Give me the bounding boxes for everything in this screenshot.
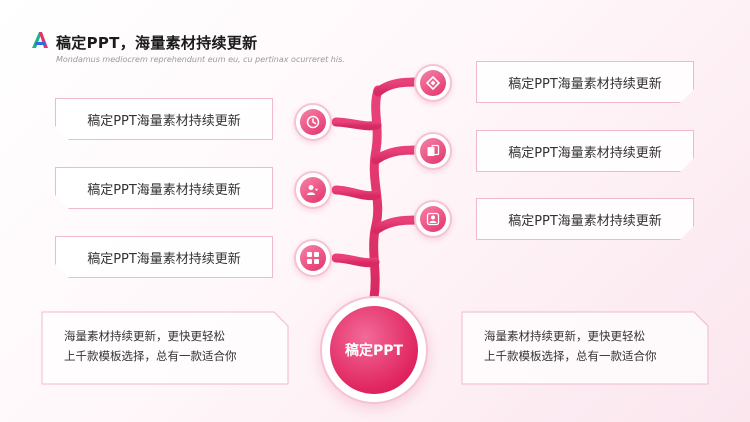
branch-label-left-3: 稿定PPT海量素材持续更新	[55, 236, 273, 278]
node-right-1	[414, 64, 452, 102]
note-right-line-2: 上千款模板选择，总有一款适合你	[484, 349, 657, 363]
note-right: 海量素材持续更新，更快更轻松 上千款模板选择，总有一款适合你	[462, 312, 710, 384]
branch-label-right-3: 稿定PPT海量素材持续更新	[476, 198, 694, 240]
cards-icon	[427, 144, 440, 156]
hub-label: 稿定PPT	[330, 306, 418, 394]
node-right-2	[414, 132, 452, 170]
note-left-line-2: 上千款模板选择，总有一款适合你	[64, 349, 237, 363]
brand-logo-icon	[32, 32, 48, 48]
branch-label-left-2: 稿定PPT海量素材持续更新	[55, 167, 273, 209]
branch-label-left-1: 稿定PPT海量素材持续更新	[55, 98, 273, 140]
note-left-line-1: 海量素材持续更新，更快更轻松	[64, 329, 225, 343]
branch-label-right-1: 稿定PPT海量素材持续更新	[476, 61, 694, 103]
diamond-icon	[426, 76, 440, 90]
node-left-3	[294, 239, 332, 277]
clock-icon	[306, 115, 320, 129]
central-hub: 稿定PPT	[320, 296, 428, 404]
note-left: 海量素材持续更新，更快更轻松 上千款模板选择，总有一款适合你	[42, 312, 290, 384]
user-badge-icon	[426, 212, 440, 226]
node-right-3	[414, 200, 452, 238]
page-subtitle: Mondamus mediocrem reprehendunt eum eu, …	[56, 55, 345, 64]
node-left-1	[294, 103, 332, 141]
branch-label-right-2: 稿定PPT海量素材持续更新	[476, 130, 694, 172]
page-title: 稿定PPT，海量素材持续更新	[56, 34, 258, 52]
node-left-2	[294, 171, 332, 209]
user-heart-icon	[307, 185, 318, 195]
note-right-line-1: 海量素材持续更新，更快更轻松	[484, 329, 645, 343]
grid-icon	[307, 252, 319, 264]
